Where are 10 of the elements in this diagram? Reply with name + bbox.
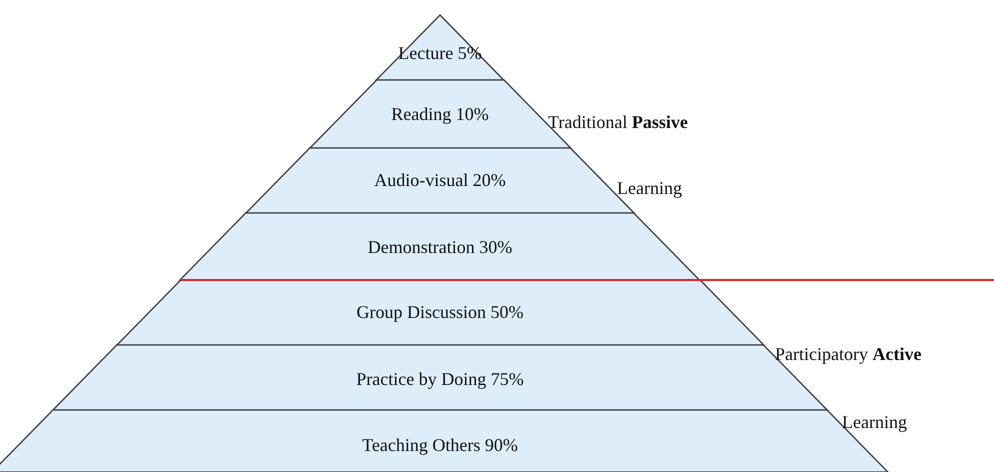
- tier-label: Reading 10%: [391, 105, 489, 125]
- tier-label: Audio-visual 20%: [374, 171, 506, 191]
- side-label: Traditional Passive: [548, 113, 688, 133]
- side-label: Participatory Active: [775, 345, 922, 365]
- tier-label: Teaching Others 90%: [362, 436, 518, 456]
- side-label: Learning: [617, 179, 682, 199]
- tier-label: Group Discussion 50%: [356, 303, 524, 323]
- tier-label: Practice by Doing 75%: [356, 370, 524, 390]
- side-label: Learning: [842, 413, 907, 433]
- tier-label: Demonstration 30%: [368, 238, 512, 258]
